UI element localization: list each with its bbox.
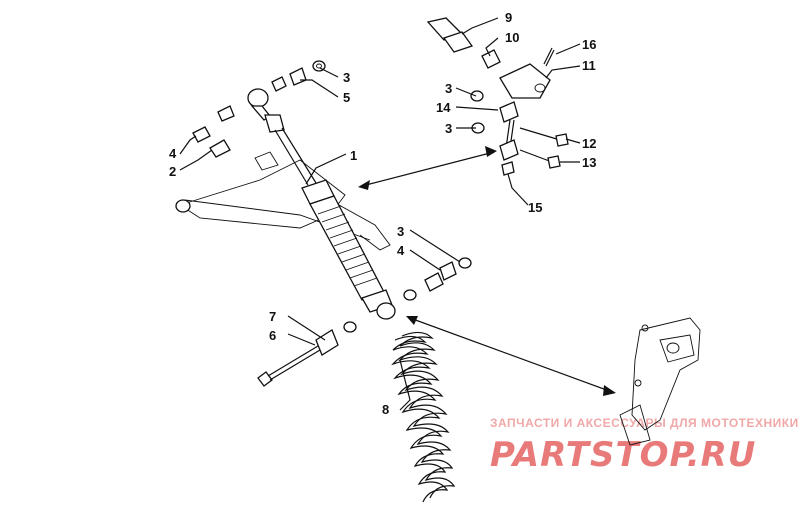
callout-1: 1 <box>350 148 357 163</box>
linkage-assembly <box>426 17 569 176</box>
shock-absorber <box>247 88 396 320</box>
callout-11: 11 <box>582 58 596 73</box>
connection-arrows <box>358 146 616 396</box>
callout-5: 5 <box>343 90 350 105</box>
callout-9: 9 <box>505 10 512 25</box>
a-arm <box>175 151 391 251</box>
chassis-bracket <box>619 317 701 446</box>
callout-12: 12 <box>582 136 596 151</box>
callout-2: 2 <box>169 164 176 179</box>
callout-6: 6 <box>269 328 276 343</box>
middle-right-hardware <box>403 257 472 301</box>
callout-10: 10 <box>505 30 519 45</box>
lower-bolt-assembly <box>257 321 357 387</box>
callout-3-middle: 3 <box>397 224 404 239</box>
callout-8: 8 <box>382 402 389 417</box>
callout-4-middle: 4 <box>397 243 405 258</box>
callout-16: 16 <box>582 37 596 52</box>
callout-4-left: 4 <box>169 146 177 161</box>
watermark: ЗАПЧАСТИ И АКСЕССУАРЫ ДЛЯ МОТОТЕХНИКИ PA… <box>490 416 799 475</box>
coil-spring <box>391 331 456 503</box>
callout-14: 14 <box>436 100 451 115</box>
watermark-logo: PARTSTOP.RU <box>490 435 756 475</box>
leader-lines <box>179 17 581 411</box>
watermark-caption: ЗАПЧАСТИ И АКСЕССУАРЫ ДЛЯ МОТОТЕХНИКИ <box>490 416 799 430</box>
callout-13: 13 <box>582 155 596 170</box>
callout-3-upper-left: 3 <box>343 70 350 85</box>
callout-labels: 1 2 3 3 3 3 4 4 5 6 7 8 9 10 11 12 13 14… <box>169 10 596 417</box>
callout-3-upper-right-a: 3 <box>445 81 452 96</box>
callout-3-upper-right-b: 3 <box>445 121 452 136</box>
callout-15: 15 <box>528 200 542 215</box>
callout-7: 7 <box>269 309 276 324</box>
